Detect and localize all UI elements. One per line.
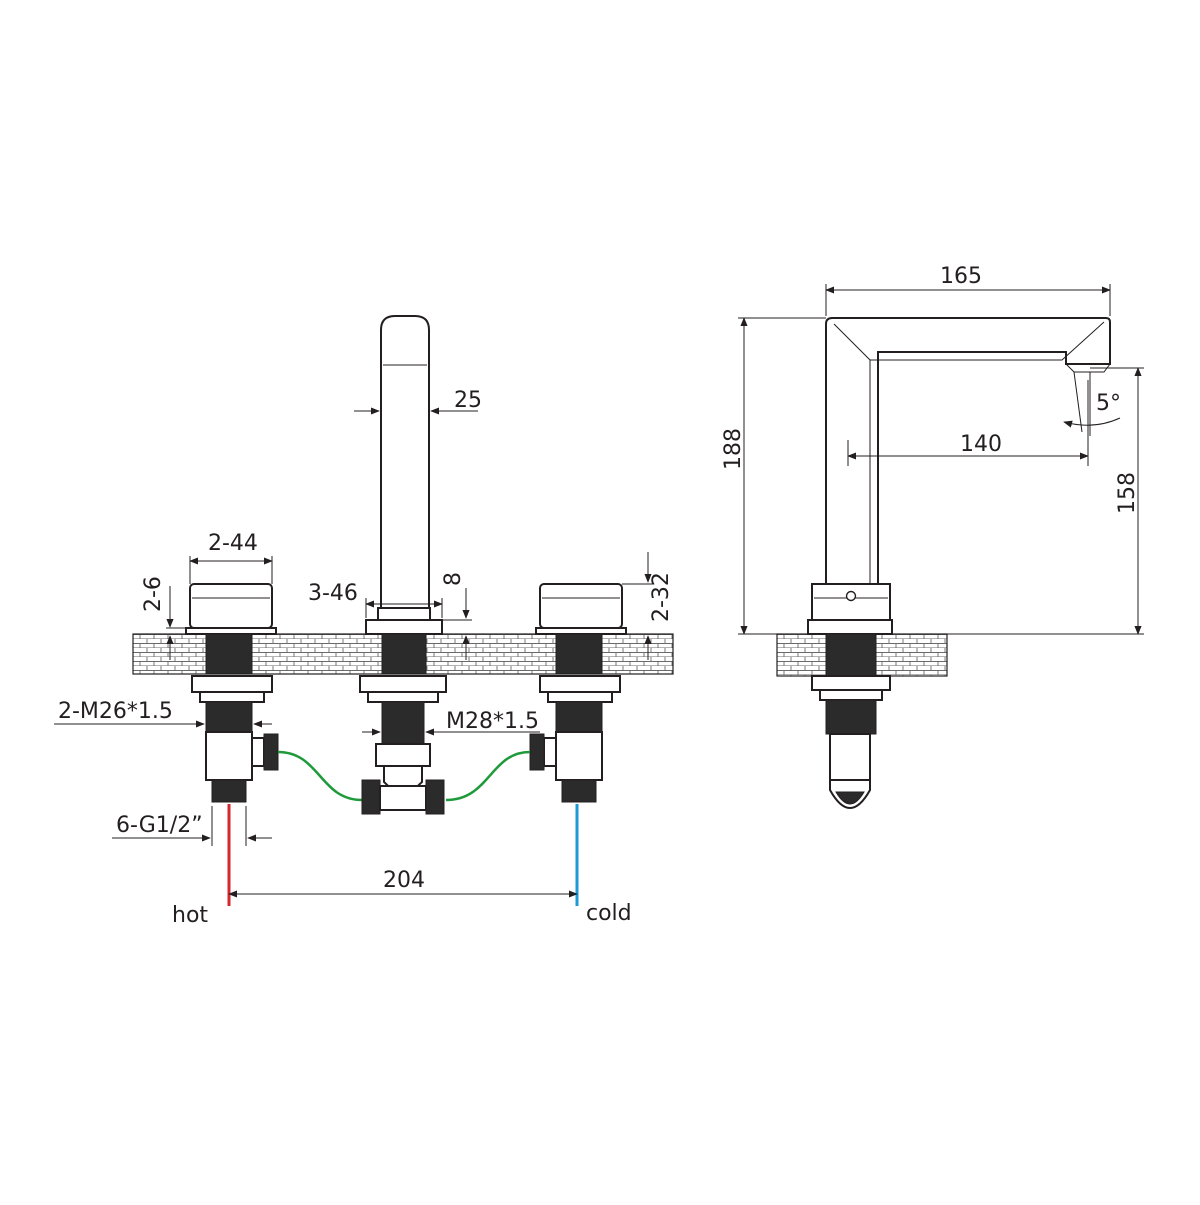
spout-mount [359, 675, 447, 802]
label-center-distance: 204 [383, 868, 425, 893]
valve-left [191, 675, 279, 803]
spout-front [365, 315, 443, 635]
side-view: 165 188 140 158 5° [721, 264, 1144, 809]
hose-right [445, 750, 531, 802]
handle-left-thread [205, 633, 253, 675]
valve-right [529, 675, 621, 803]
handle-right [535, 583, 627, 635]
hose-left [277, 750, 363, 802]
spout-side [807, 317, 1111, 635]
label-height: 188 [721, 428, 746, 470]
dim-reach: 165 [825, 264, 1111, 316]
label-hot: hot [172, 903, 208, 928]
dim-base-height: 8 [441, 572, 472, 660]
label-handle-width: 2-44 [208, 531, 258, 556]
handle-left [185, 583, 277, 635]
dim-handle-height: 2-32 [622, 552, 674, 660]
dim-base-width: 3-46 [308, 581, 443, 618]
side-thread [825, 633, 877, 677]
label-spout-thread: M28*1.5 [446, 709, 539, 734]
front-view: 25 2-44 2-6 3-46 8 [54, 315, 674, 928]
mixer-tee [361, 779, 445, 815]
dim-handle-width: 2-44 [189, 531, 273, 584]
label-base-height: 8 [441, 572, 466, 586]
label-handle-thread: 2-M26*1.5 [58, 699, 173, 724]
label-handle-height: 2-32 [649, 572, 674, 622]
dim-height: 188 [721, 317, 826, 635]
spout-thread [381, 633, 427, 675]
dim-outlet-height: 158 [947, 367, 1144, 635]
dim-handle-gap: 2-6 [141, 576, 190, 660]
dim-spout-thread: M28*1.5 [362, 709, 540, 736]
label-base-width: 3-46 [308, 581, 358, 606]
label-angle: 5° [1096, 391, 1121, 416]
label-cold: cold [586, 901, 632, 926]
label-outlet-height: 158 [1115, 472, 1140, 514]
dim-handle-thread: 2-M26*1.5 [54, 699, 272, 732]
label-handle-gap: 2-6 [141, 576, 166, 612]
dim-connector-thread: 6-G1/2” [112, 806, 272, 846]
label-spout-width: 25 [454, 388, 482, 413]
dim-spout-width: 25 [354, 388, 482, 416]
handle-right-thread [555, 633, 603, 675]
label-spout-reach: 140 [960, 432, 1002, 457]
side-mount [811, 675, 891, 809]
dim-center-distance: 204 [228, 868, 578, 898]
dim-spout-reach: 140 [847, 380, 1089, 466]
label-connector-thread: 6-G1/2” [116, 813, 203, 838]
dim-angle: 5° [1063, 371, 1121, 436]
label-reach: 165 [940, 264, 982, 289]
